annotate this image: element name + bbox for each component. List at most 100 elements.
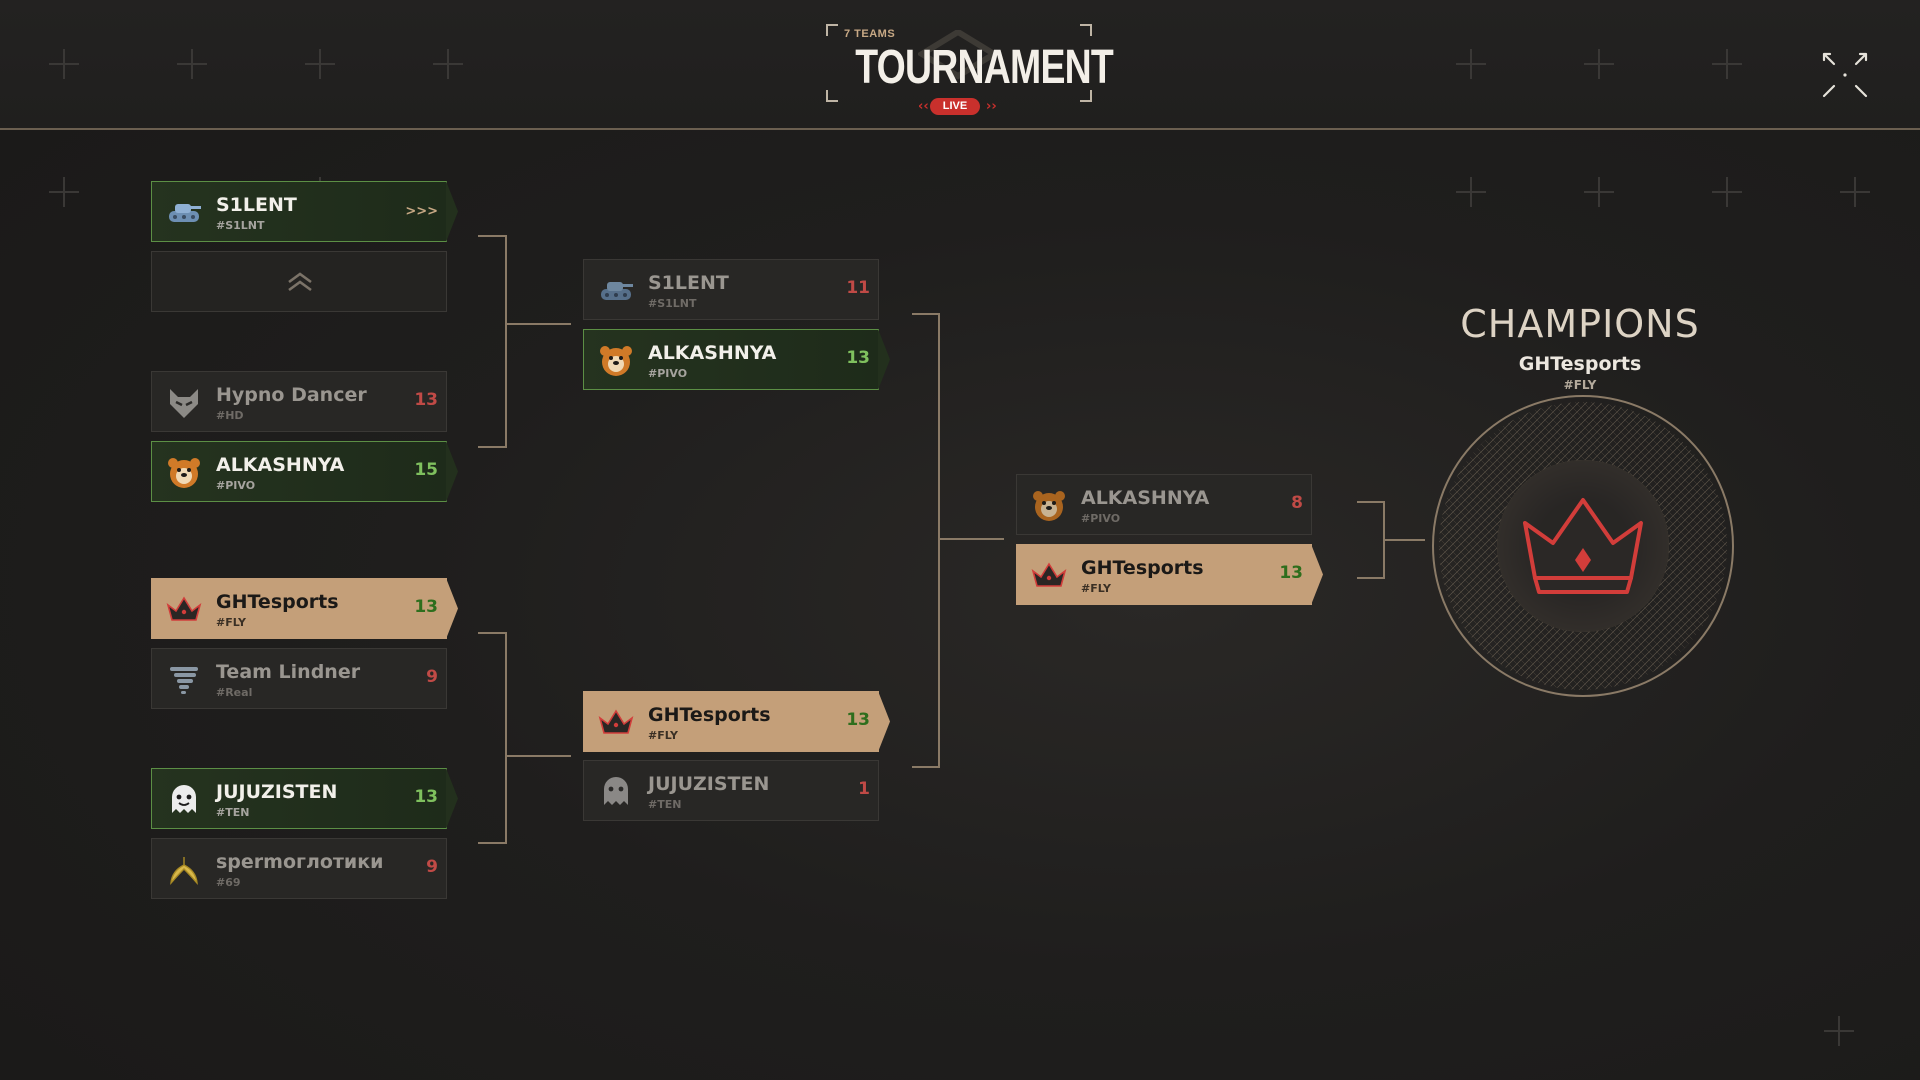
bracket-connector [507, 323, 571, 325]
team-name: S1LENT [216, 194, 297, 216]
team-score: 1 [858, 779, 870, 799]
match-card[interactable]: S1LENT #S1LNT >>> [151, 181, 447, 242]
match-card[interactable]: JUJUZISTEN #TEN 1 [583, 760, 879, 821]
team-tag: #PIVO [1081, 512, 1121, 525]
plus-decoration-icon [49, 177, 79, 207]
crown-icon [598, 709, 634, 734]
trophy-ring [1432, 395, 1734, 697]
team-score: 13 [414, 390, 438, 410]
plus-decoration-icon [1584, 49, 1614, 79]
bracket-connector [938, 313, 940, 768]
bear-icon [1033, 491, 1065, 521]
fullscreen-button[interactable] [1820, 50, 1870, 100]
bracket-connector [478, 632, 507, 634]
team-name: GHTesports [1081, 557, 1204, 579]
bracket-connector [507, 755, 571, 757]
frame-corner [826, 24, 838, 36]
match-card[interactable]: GHTesports #FLY 13 [151, 578, 447, 639]
team-tag: #S1LNT [216, 219, 265, 232]
match-card[interactable]: Hypno Dancer #HD 13 [151, 371, 447, 432]
rank-chevron-icon [288, 272, 312, 292]
banana-icon [170, 857, 198, 886]
champion-team-tag: #FLY [1563, 378, 1597, 392]
match-card[interactable]: ALKASHNYA #PIVO 13 [583, 329, 879, 390]
tank-icon [601, 282, 633, 300]
frame-corner [1080, 90, 1092, 102]
fullscreen-icon [1822, 52, 1868, 98]
bear-icon [168, 458, 200, 488]
team-tag: #TEN [648, 798, 682, 811]
empty-slot [151, 251, 447, 312]
match-card[interactable]: GHTesports #FLY 13 [1016, 544, 1312, 605]
team-score: 15 [414, 460, 438, 480]
team-tag: #TEN [216, 806, 250, 819]
live-badge: LIVE [930, 98, 980, 115]
plus-decoration-icon [1840, 177, 1870, 207]
plus-decoration-icon [1456, 49, 1486, 79]
team-name: JUJUZISTEN [216, 781, 338, 803]
team-tag: #S1LNT [648, 297, 697, 310]
bracket-connector [1357, 501, 1385, 503]
team-tag: #PIVO [648, 367, 688, 380]
match-card[interactable]: JUJUZISTEN #TEN 13 [151, 768, 447, 829]
match-card[interactable]: Team Lindner #Real 9 [151, 648, 447, 709]
ghost-icon [172, 785, 196, 813]
bracket-connector [478, 842, 507, 844]
bracket-connector [1357, 577, 1385, 579]
team-name: ALKASHNYA [1081, 487, 1210, 509]
emblem-watermark-icon [918, 30, 998, 80]
team-tag: #PIVO [216, 479, 256, 492]
bracket-connector [1385, 539, 1425, 541]
team-tag: #FLY [1081, 582, 1111, 595]
match-card[interactable]: GHTesports #FLY 13 [583, 691, 879, 752]
tornado-icon [170, 667, 198, 694]
team-name: Team Lindner [216, 661, 361, 683]
team-name: ALKASHNYA [216, 454, 345, 476]
page-title: TOURNAMENT [855, 41, 1114, 94]
team-name: spermоглотики [216, 851, 384, 873]
team-score: 13 [846, 348, 870, 368]
plus-decoration-icon [1456, 177, 1486, 207]
plus-decoration-icon [49, 49, 79, 79]
bracket-connector [505, 235, 507, 448]
plus-decoration-icon [433, 49, 463, 79]
team-score: 13 [1279, 563, 1303, 583]
chevron-right-icon: ›› [986, 99, 997, 114]
team-name: Hypno Dancer [216, 384, 367, 406]
plus-decoration-icon [177, 49, 207, 79]
plus-decoration-icon [1584, 177, 1614, 207]
chevron-left-icon: ‹‹ [918, 99, 929, 114]
team-score: 8 [1291, 493, 1303, 513]
team-score: 13 [414, 597, 438, 617]
tank-icon [169, 204, 201, 222]
team-name: GHTesports [648, 704, 771, 726]
frame-corner [1080, 24, 1092, 36]
bracket-connector [478, 446, 507, 448]
team-name: ALKASHNYA [648, 342, 777, 364]
match-card[interactable]: ALKASHNYA #PIVO 15 [151, 441, 447, 502]
team-score: 13 [414, 787, 438, 807]
crown-icon [1523, 498, 1643, 594]
advance-indicator: >>> [405, 204, 438, 219]
match-card[interactable]: ALKASHNYA #PIVO 8 [1016, 474, 1312, 535]
header-bar: 7 TEAMS TOURNAMENT ‹‹ LIVE ›› [0, 0, 1920, 130]
match-card[interactable]: S1LENT #S1LNT 11 [583, 259, 879, 320]
plus-decoration-icon [1712, 49, 1742, 79]
bear-icon [600, 346, 632, 376]
team-score: 11 [846, 278, 870, 298]
title-block: 7 TEAMS TOURNAMENT ‹‹ LIVE ›› [826, 24, 1114, 115]
team-name: GHTesports [216, 591, 339, 613]
team-tag: #69 [216, 876, 241, 889]
champion-team-name: GHTesports [1518, 353, 1642, 375]
team-tag: #HD [216, 409, 244, 422]
team-tag: #FLY [648, 729, 678, 742]
bracket-connector [912, 313, 940, 315]
ghost-icon [604, 777, 628, 805]
bracket-connector [912, 766, 940, 768]
champion-panel: CHAMPIONS GHTesports #FLY [1420, 305, 1740, 391]
team-name: S1LENT [648, 272, 729, 294]
match-card[interactable]: spermоглотики #69 9 [151, 838, 447, 899]
teams-count: 7 TEAMS [844, 28, 896, 40]
wolf-mask-icon [170, 389, 198, 418]
plus-decoration-icon [1824, 1016, 1854, 1046]
